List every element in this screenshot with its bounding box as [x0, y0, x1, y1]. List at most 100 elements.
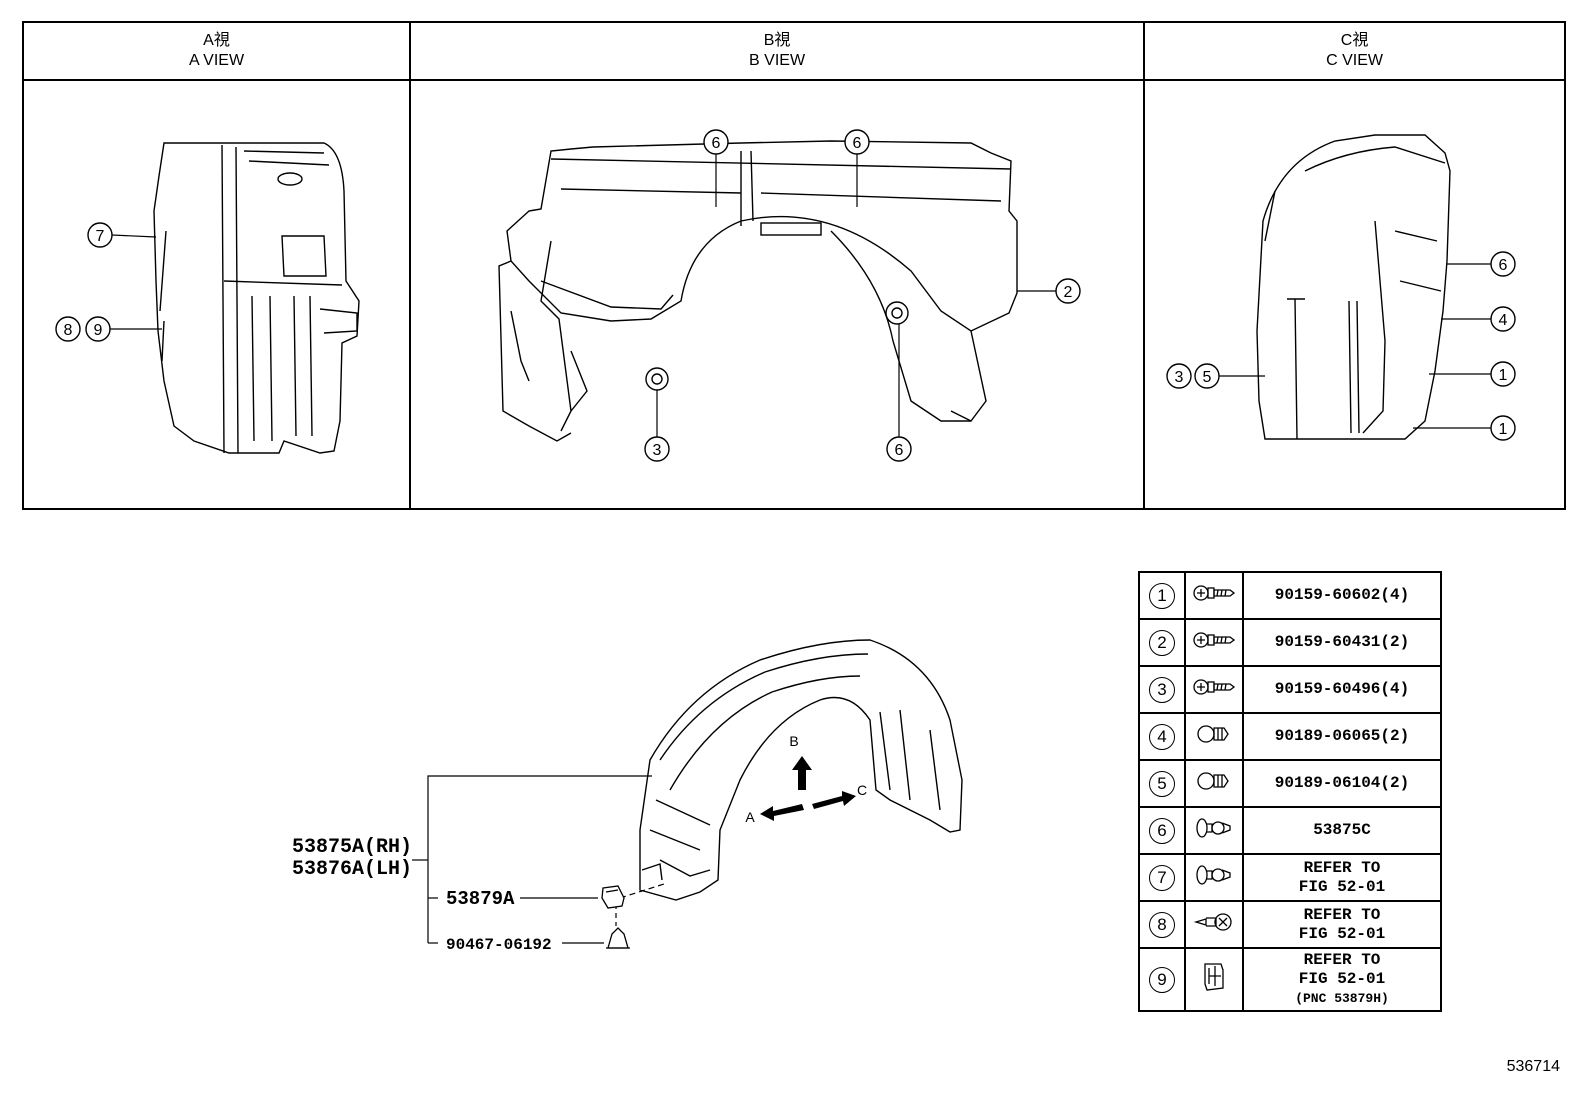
- c-callout-1-lower: 1: [1413, 415, 1516, 441]
- part-number-cell: 53875C: [1242, 806, 1442, 855]
- b-view-header: B視 B VIEW: [411, 23, 1144, 81]
- b-view-panel: B視 B VIEW: [411, 23, 1146, 508]
- b-callout-6-bottom: 6: [886, 324, 912, 462]
- part-number-text: 90159-60602(4): [1274, 586, 1410, 604]
- a-view-title-en: A VIEW: [188, 52, 245, 69]
- b-callout-6-right: 6: [844, 129, 870, 207]
- nut-icon: [1196, 772, 1232, 797]
- label-53879a: 53879A: [446, 888, 515, 910]
- c-callout-3: 3: [1166, 363, 1192, 389]
- c-callout-1-upper: 1: [1429, 361, 1516, 387]
- a-view-liner-edge: [221, 144, 225, 454]
- parts-table-row: 6 53875C: [1138, 806, 1442, 855]
- part-number-cell: 90159-60602(4): [1242, 571, 1442, 620]
- clip-53879a-icon: [601, 885, 625, 909]
- c-callout-6: 6: [1447, 251, 1516, 277]
- c-view-panel: C視 C VIEW 6: [1145, 23, 1564, 508]
- parts-table-row: 1 90159-60602(4): [1138, 571, 1442, 620]
- b-callout-3: 3: [644, 390, 670, 462]
- part-number-cell: 90159-60431(2): [1242, 618, 1442, 667]
- svg-text:6: 6: [853, 135, 862, 152]
- item-number-callout: 6: [1149, 817, 1175, 844]
- svg-text:4: 4: [1499, 312, 1508, 329]
- parts-table: 1 90159-60602(4) 2 90159-60431(2) 3 90159-604…: [1138, 571, 1442, 1012]
- screw-icon: [1192, 632, 1236, 655]
- svg-text:6: 6: [895, 442, 904, 459]
- arrow-label-b: B: [789, 733, 798, 749]
- fender-liner-drawing: [639, 639, 963, 901]
- item-number-callout: 8: [1149, 911, 1175, 938]
- part-number-text: REFER TO: [1303, 858, 1381, 877]
- label-53875a-rh: 53875A(RH): [292, 836, 412, 859]
- b-view-liner-outline: [506, 140, 1018, 332]
- svg-text:1: 1: [1499, 367, 1508, 384]
- a-callout-7: 7: [87, 222, 157, 248]
- retainer-icon: [1199, 963, 1229, 998]
- c-view-header: C視 C VIEW: [1145, 23, 1564, 81]
- arrow-label-a: A: [745, 809, 755, 825]
- c-view-title-en: C VIEW: [1326, 52, 1383, 69]
- a-view-liner-outline: [153, 142, 360, 454]
- c-view-liner-outline: [1256, 134, 1451, 440]
- label-90467-06192: 90467-06192: [446, 936, 552, 954]
- clip-icon: [1194, 818, 1234, 844]
- parts-table-row: 5 90189-06104(2): [1138, 759, 1442, 808]
- c-callout-5: 5: [1194, 363, 1266, 389]
- part-number-text: 90159-60431(2): [1274, 633, 1410, 651]
- part-number-text: (PNC 53879H): [1295, 991, 1389, 1006]
- item-number-callout: 1: [1149, 582, 1175, 609]
- svg-text:3: 3: [1175, 369, 1184, 386]
- item-number-callout: 7: [1149, 864, 1175, 891]
- fastener-90467-icon: [606, 927, 630, 949]
- parts-table-row: 2 90159-60431(2): [1138, 618, 1442, 667]
- main-assembly-drawing: B A C 53875A(RH) 53876A(LH) 53879A 90467…: [292, 639, 963, 954]
- svg-text:5: 5: [1203, 369, 1212, 386]
- svg-text:1: 1: [1499, 421, 1508, 438]
- c-view-title-jp: C視: [1340, 32, 1369, 49]
- part-number-text: FIG 52-01: [1298, 924, 1386, 943]
- c-view-drawing: 6 4 1 1: [1166, 134, 1516, 441]
- b-callout-6-left: 6: [703, 129, 729, 207]
- part-number-cell: 90159-60496(4): [1242, 665, 1442, 714]
- part-number-text: REFER TO: [1303, 905, 1381, 924]
- part-number-cell: 90189-06065(2): [1242, 712, 1442, 761]
- nut-icon: [1196, 725, 1232, 750]
- b-view-title-en: B VIEW: [749, 52, 806, 69]
- part-number-text: 53875C: [1313, 821, 1371, 839]
- arrow-label-c: C: [857, 782, 867, 798]
- a-view-panel: A視 A VIEW: [24, 23, 411, 508]
- svg-text:2: 2: [1064, 284, 1073, 301]
- item-number-callout: 5: [1149, 770, 1175, 797]
- item-number-callout: 2: [1149, 629, 1175, 656]
- svg-text:8: 8: [64, 322, 73, 339]
- part-number-text: REFER TO: [1303, 951, 1381, 969]
- svg-text:7: 7: [96, 228, 105, 245]
- item-number-callout: 4: [1149, 723, 1175, 750]
- parts-table-row: 3 90159-60496(4): [1138, 665, 1442, 714]
- label-53876a-lh: 53876A(LH): [292, 858, 412, 881]
- svg-text:6: 6: [1499, 257, 1508, 274]
- rivet-icon: [1192, 913, 1236, 938]
- part-number-cell: 90189-06104(2): [1242, 759, 1442, 808]
- svg-text:3: 3: [653, 442, 662, 459]
- part-number-text: 90189-06104(2): [1274, 774, 1410, 792]
- a-callout-8: 8: [55, 316, 81, 342]
- b-view-drawing: 6 6 2 3: [498, 129, 1081, 462]
- part-number-text: FIG 52-01: [1298, 877, 1386, 896]
- item-number-callout: 3: [1149, 676, 1175, 703]
- parts-table-row: 4 90189-06065(2): [1138, 712, 1442, 761]
- c-callout-4: 4: [1441, 306, 1516, 332]
- clip-icon: [1194, 865, 1234, 891]
- screw-icon: [1192, 585, 1236, 608]
- a-view-header: A視 A VIEW: [24, 23, 409, 81]
- b-view-title-jp: B視: [763, 32, 791, 49]
- item-number-callout: 9: [1149, 966, 1175, 993]
- a-callout-9: 9: [85, 316, 162, 342]
- view-direction-arrows: B A C: [745, 733, 867, 825]
- svg-text:6: 6: [712, 135, 721, 152]
